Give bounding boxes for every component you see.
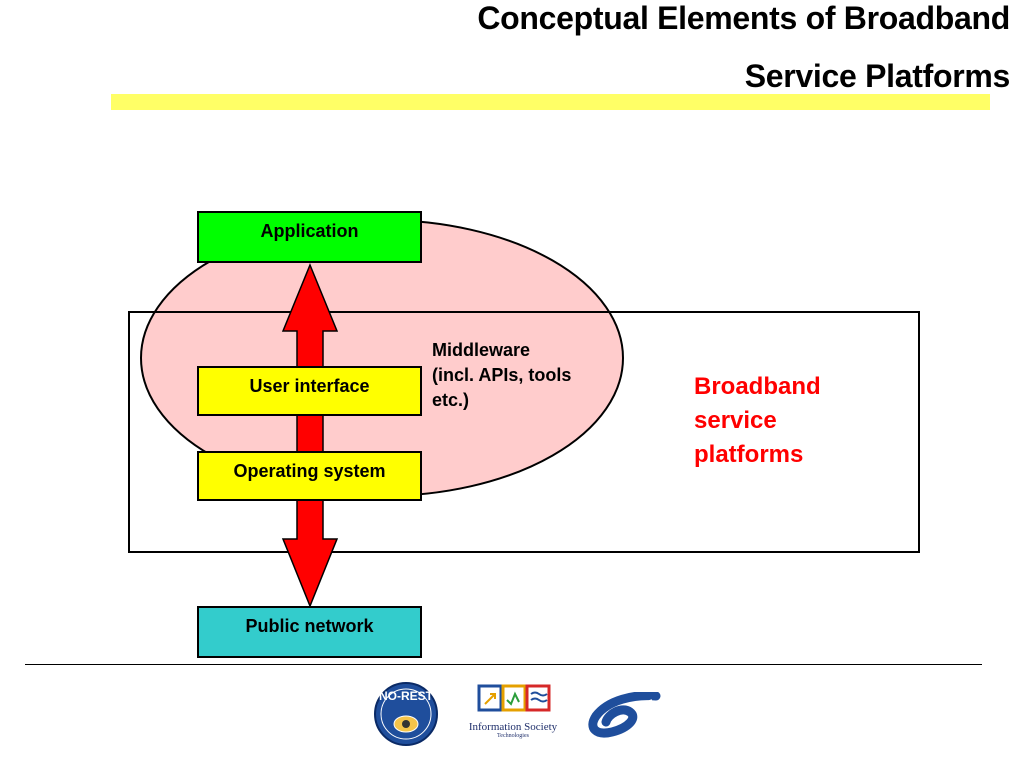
page-title-line-2: Service Platforms: [744, 58, 1011, 94]
ist-logo-text: Information Society: [468, 721, 558, 733]
public-network-box: Public network: [197, 606, 422, 658]
broadband-platforms-label: Broadband service platforms: [694, 370, 821, 472]
footer-divider: [25, 664, 982, 665]
middleware-line-1: Middleware: [432, 340, 531, 360]
norest-logo-icon: NO-REST: [374, 682, 438, 746]
operating-system-box: Operating system: [197, 451, 422, 501]
user-interface-box: User interface: [197, 366, 422, 416]
page-title-line-1: Conceptual Elements of Broadband: [477, 0, 1010, 36]
ist-logo-icon: Information Society Technologies: [458, 682, 568, 739]
user-interface-label: User interface: [249, 376, 370, 396]
platforms-line-3: platforms: [694, 441, 804, 468]
public-network-label: Public network: [245, 616, 374, 636]
middleware-line-3: etc.): [432, 390, 470, 410]
title-underline-bar: [111, 94, 990, 110]
middleware-label: Middleware (incl. APIs, tools etc.): [432, 338, 571, 413]
platforms-line-2: service: [694, 407, 777, 434]
platforms-line-1: Broadband: [694, 373, 821, 400]
ist-logo-graphic: [477, 684, 551, 712]
platforms-frame-overlay: [128, 311, 920, 553]
norest-logo-text: NO-REST: [379, 689, 434, 703]
application-label: Application: [260, 221, 359, 241]
operating-system-label: Operating system: [233, 461, 386, 481]
fp6-logo-icon: [588, 692, 661, 738]
middleware-line-2: (incl. APIs, tools: [432, 365, 572, 385]
ist-logo-subtext: Technologies: [497, 733, 529, 739]
application-box: Application: [197, 211, 422, 263]
